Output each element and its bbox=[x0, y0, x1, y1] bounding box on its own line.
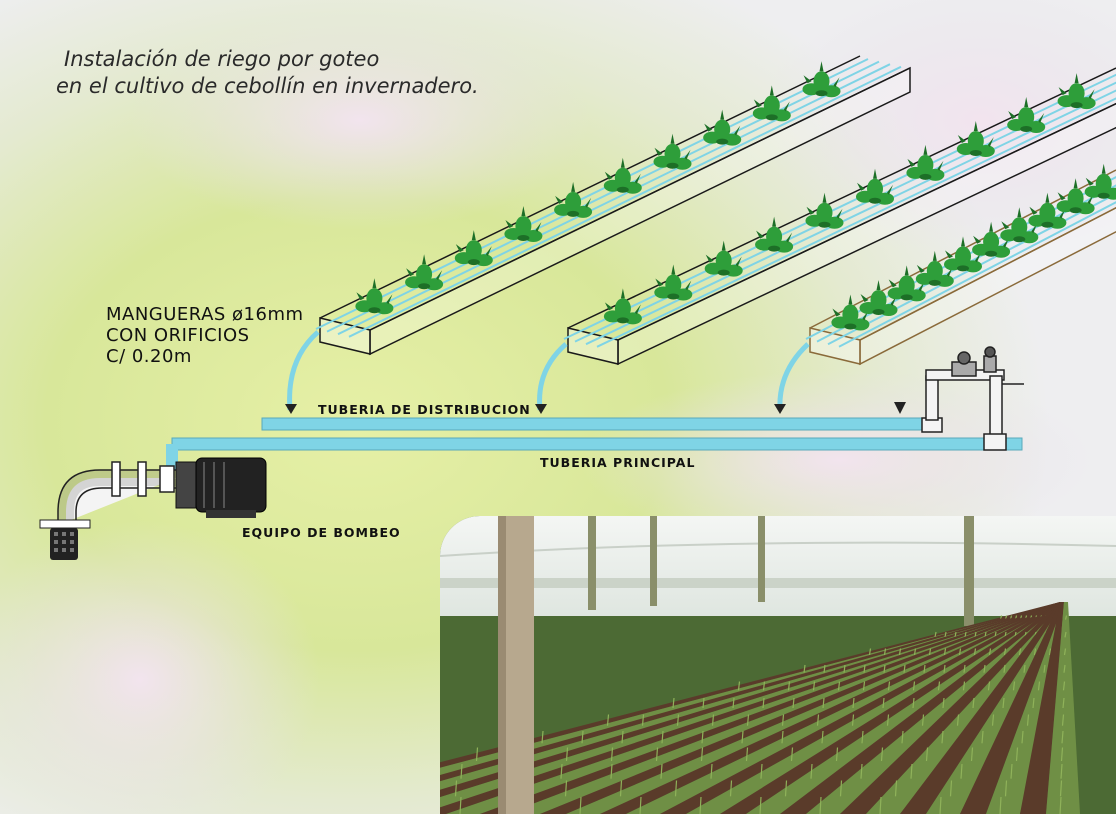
diagram-title: Instalación de riego por goteo en el cul… bbox=[56, 46, 479, 100]
planting-bed bbox=[315, 55, 911, 356]
crop-row bbox=[840, 602, 1068, 814]
crop-row bbox=[600, 602, 1068, 814]
valve-assembly-icon bbox=[921, 346, 1024, 451]
onion-plant-icon bbox=[603, 157, 642, 194]
crop-row bbox=[660, 602, 1068, 814]
onion-plant-icon bbox=[906, 144, 945, 181]
crop-row bbox=[540, 602, 1068, 814]
onion-plant-icon bbox=[972, 221, 1011, 258]
onion-plant-icon bbox=[703, 109, 742, 146]
drip-nozzles bbox=[285, 402, 906, 414]
hose-label-line-1: MANGUERAS ø16mm bbox=[106, 304, 304, 325]
onion-plant-icon bbox=[831, 294, 870, 331]
crop-row bbox=[440, 602, 1068, 814]
crop-row bbox=[960, 602, 1068, 814]
onion-plant-icon bbox=[755, 216, 794, 253]
hose-label-line-3: C/ 0.20m bbox=[106, 346, 192, 367]
main-pipe-label: TUBERIA PRINCIPAL bbox=[540, 455, 696, 470]
main-pipe bbox=[171, 437, 1023, 451]
suction-filter-icon bbox=[39, 519, 91, 560]
greenhouse-photo bbox=[440, 516, 1116, 814]
pump-label: EQUIPO DE BOMBEO bbox=[242, 525, 401, 540]
hose-label-line-2: CON ORIFICIOS bbox=[106, 325, 250, 346]
onion-plant-icon bbox=[944, 236, 982, 273]
title-line-1: Instalación de riego por goteo bbox=[64, 47, 380, 71]
distribution-pipe-label: TUBERIA DE DISTRIBUCION bbox=[318, 402, 531, 417]
onion-plant-icon bbox=[1000, 207, 1039, 244]
suction-line bbox=[57, 461, 176, 522]
onion-plant-icon bbox=[856, 168, 894, 205]
planting-bed bbox=[805, 163, 1116, 366]
onion-plant-icon bbox=[1007, 97, 1046, 133]
onion-plant-icon bbox=[554, 181, 593, 218]
planting-bed bbox=[563, 67, 1116, 366]
onion-plant-icon bbox=[1056, 178, 1095, 215]
crop-row bbox=[720, 602, 1068, 814]
crop-row bbox=[780, 602, 1068, 814]
onion-plant-icon bbox=[1057, 73, 1096, 110]
onion-plant-icon bbox=[704, 240, 743, 277]
onion-plant-icon bbox=[802, 61, 841, 98]
pump-motor-icon bbox=[175, 457, 267, 518]
onion-plant-icon bbox=[405, 254, 444, 291]
crop-row bbox=[1020, 602, 1080, 814]
onion-plant-icon bbox=[752, 85, 791, 122]
crop-rows bbox=[440, 602, 1080, 814]
onion-plant-icon bbox=[956, 121, 995, 157]
bed-connectors bbox=[287, 330, 810, 411]
title-line-2: en el cultivo de cebollín en invernadero… bbox=[56, 74, 479, 98]
onion-plant-icon bbox=[1084, 163, 1116, 200]
planting-beds bbox=[315, 55, 1116, 366]
distribution-pipe bbox=[261, 417, 923, 431]
onion-plant-icon bbox=[504, 206, 543, 242]
onion-plant-icon bbox=[859, 280, 898, 316]
onion-plant-icon bbox=[887, 265, 926, 302]
onion-plant-icon bbox=[653, 133, 692, 170]
onion-plant-icon bbox=[454, 230, 493, 267]
onion-plant-icon bbox=[1028, 192, 1067, 229]
onion-plant-icon bbox=[805, 192, 844, 229]
crop-row bbox=[900, 602, 1068, 814]
hose-label: MANGUERAS ø16mm CON ORIFICIOS C/ 0.20m bbox=[106, 304, 304, 367]
onion-plant-icon bbox=[355, 278, 394, 315]
onion-plant-icon bbox=[654, 264, 693, 301]
onion-plant-icon bbox=[603, 288, 642, 325]
